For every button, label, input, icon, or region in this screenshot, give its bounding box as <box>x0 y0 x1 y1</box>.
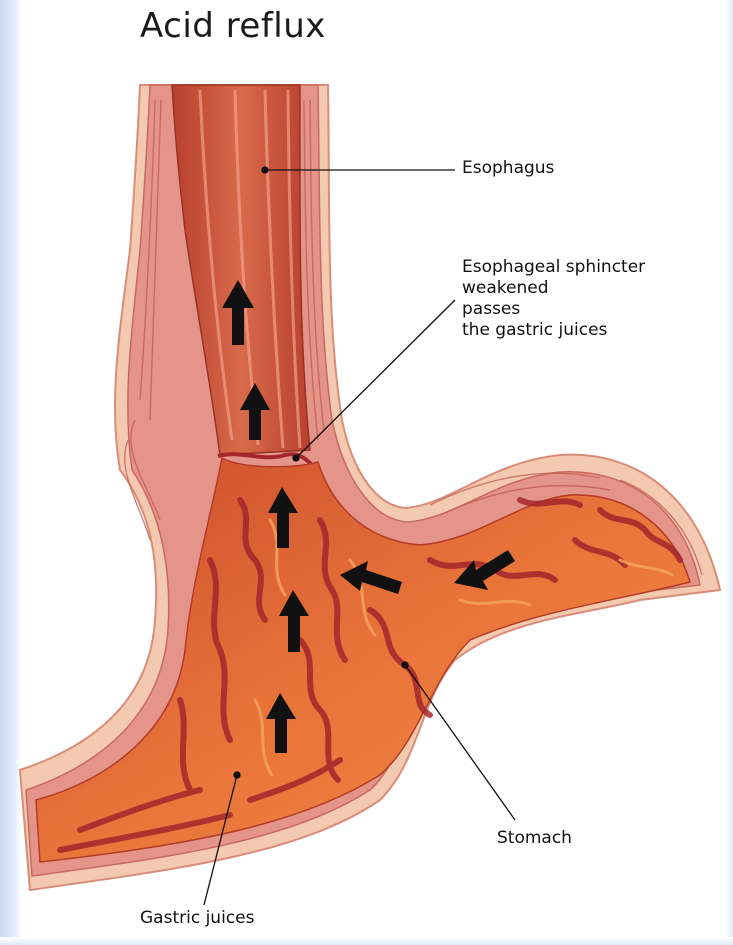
label-sphincter: Esophageal sphincter weakened passes the… <box>462 257 682 341</box>
label-esophagus: Esophagus <box>462 158 554 179</box>
label-stomach: Stomach <box>497 828 572 849</box>
stomach-leader <box>405 665 515 820</box>
label-gastric-juices: Gastric juices <box>140 908 254 929</box>
label-sphincter-line-4: the gastric juices <box>462 320 682 341</box>
label-sphincter-line-3: passes <box>462 299 682 320</box>
label-sphincter-line-1: Esophageal sphincter <box>462 257 682 278</box>
label-sphincter-line-2: weakened <box>462 278 682 299</box>
